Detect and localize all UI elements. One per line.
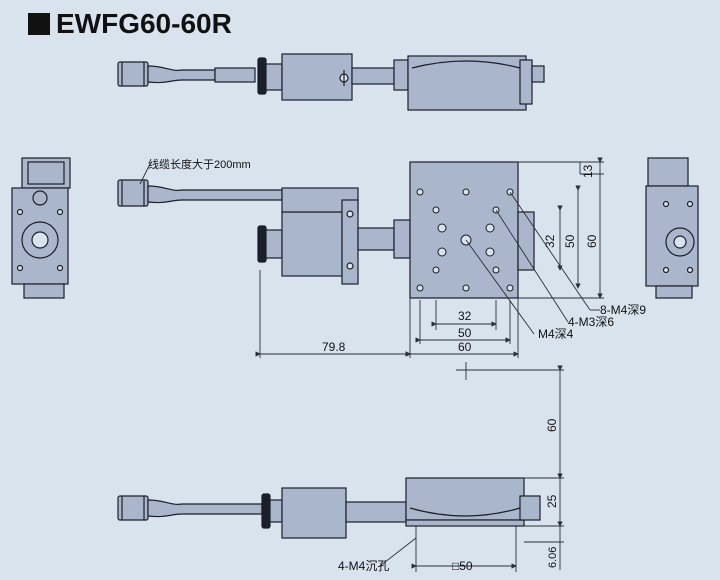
dim-50-vertical-label: 50 (563, 234, 577, 248)
title-square-icon (28, 13, 50, 35)
drawing-title: EWFG60-60R (28, 8, 232, 40)
dim-60-vertical-label: 60 (585, 234, 599, 248)
dim-square-50-label: □50 (452, 559, 473, 573)
dim-79-8-label: 79.8 (322, 340, 346, 354)
cable-note-label: 线缆长度大于200mm (148, 157, 251, 171)
hole-4-m4-counterbore-label: 4-M4沉孔 (338, 559, 389, 573)
stage-holes (416, 188, 514, 292)
dim-32-vertical-label: 32 (543, 234, 557, 248)
dimension-texts: 线缆长度大于200mm 13 32 50 60 32 50 60 79.8 8-… (148, 157, 646, 573)
plan-view (117, 161, 535, 299)
hole-4-m3-label: 4-M3深6 (568, 315, 614, 329)
dim-60-side-label: 60 (545, 418, 559, 432)
dim-50-horizontal-label: 50 (458, 326, 472, 340)
top-elevation-view (117, 53, 545, 111)
title-text: EWFG60-60R (56, 8, 232, 39)
right-end-view (645, 157, 699, 299)
dim-6-06-label: 6.06 (547, 547, 559, 568)
hole-8-m4-label: 8-M4深9 (600, 303, 646, 317)
dim-25-label: 25 (545, 494, 559, 508)
dim-13-label: 13 (581, 164, 595, 178)
hole-m4-label: M4深4 (538, 327, 574, 341)
dim-60-horizontal-label: 60 (458, 340, 472, 354)
dim-32-horizontal-label: 32 (458, 309, 472, 323)
dimension-lines (139, 157, 604, 572)
front-view (117, 477, 541, 539)
left-end-view (11, 157, 71, 299)
